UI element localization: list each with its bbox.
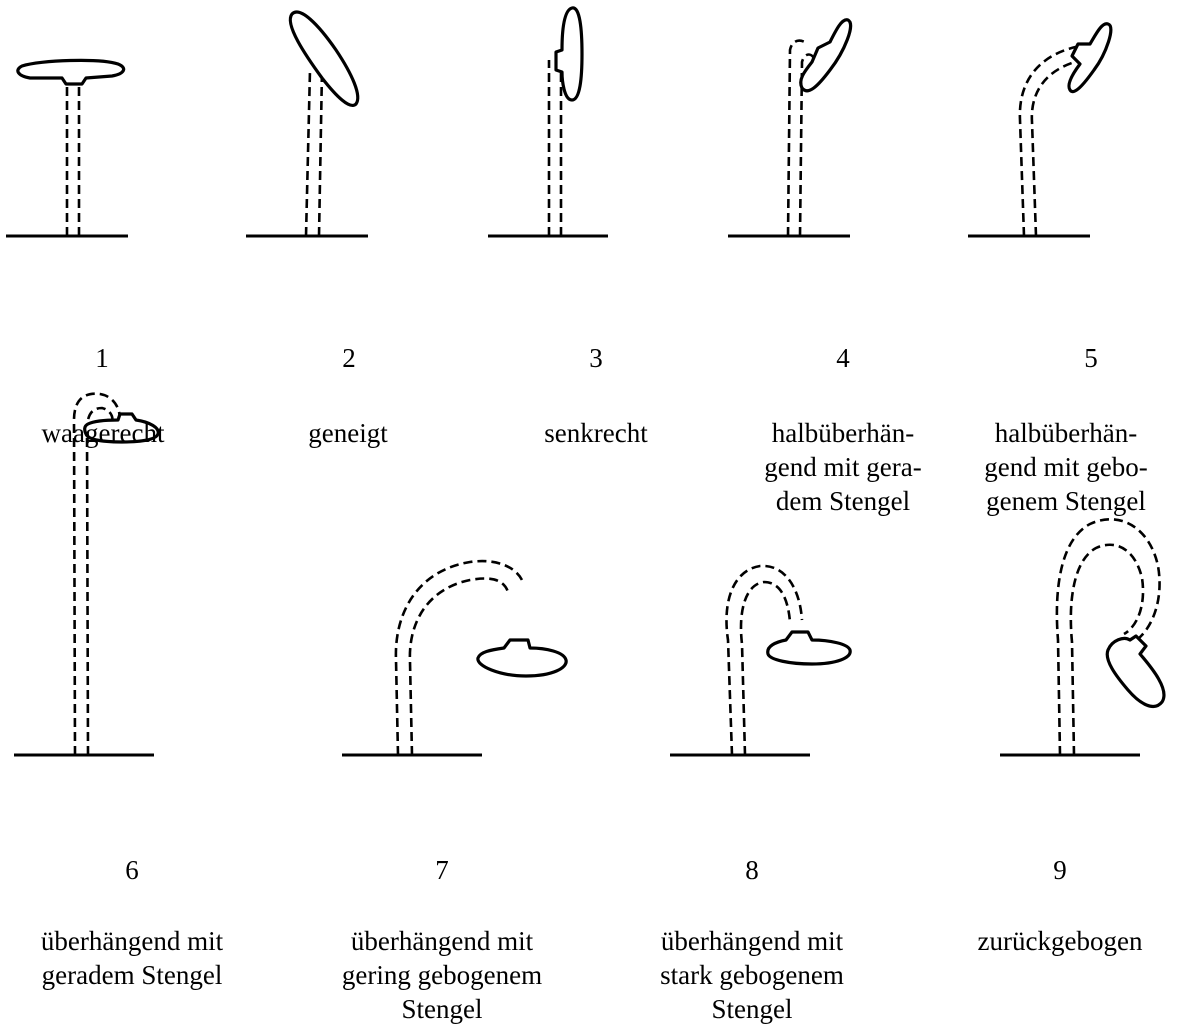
leaf-5 <box>1069 24 1111 92</box>
stem-2-right <box>319 70 322 236</box>
figure-caption-9: zurückgebogen <box>930 924 1190 958</box>
plant-figure-1 <box>6 60 128 236</box>
stem-8-right <box>741 582 790 755</box>
figure-number-6: 6 <box>102 857 162 884</box>
plant-figure-3 <box>488 8 608 236</box>
figure-number-7: 7 <box>412 857 472 884</box>
figure-caption-2: geneigt <box>218 416 478 450</box>
figure-number-5: 5 <box>1061 345 1121 372</box>
leaf-3 <box>556 8 582 100</box>
stem-6-right <box>87 408 113 755</box>
plant-figure-7 <box>342 561 566 755</box>
figure-number-2: 2 <box>319 345 379 372</box>
figure-caption-4: halbüberhän- gend mit gera- dem Stengel <box>713 416 973 518</box>
figure-number-1: 1 <box>72 345 132 372</box>
figure-caption-1: waagerecht <box>0 416 233 450</box>
figure-number-9: 9 <box>1030 857 1090 884</box>
figure-number-8: 8 <box>722 857 782 884</box>
plant-figure-5 <box>968 24 1111 236</box>
figure-caption-8: überhängend mit stark gebogenem Stengel <box>622 924 882 1026</box>
figure-caption-6: überhängend mit geradem Stengel <box>2 924 262 992</box>
leaf-9 <box>1107 636 1164 706</box>
leaf-8 <box>768 632 850 664</box>
leaf-2 <box>290 12 357 105</box>
stem-2-left <box>306 70 310 236</box>
plant-figure-2 <box>246 12 368 236</box>
figure-number-4: 4 <box>813 345 873 372</box>
plant-figure-9 <box>1000 519 1164 755</box>
figure-caption-3: senkrecht <box>466 416 726 450</box>
figure-caption-7: überhängend mit gering gebogenem Stengel <box>312 924 572 1026</box>
figure-caption-5: halbüberhän- gend mit gebo- genem Stenge… <box>936 416 1196 518</box>
leaf-7 <box>478 640 566 676</box>
figure-number-3: 3 <box>566 345 626 372</box>
leaf-1 <box>18 60 124 84</box>
stem-5-left <box>1020 46 1080 236</box>
plant-figure-8 <box>670 566 850 755</box>
plant-figure-4 <box>728 20 851 236</box>
